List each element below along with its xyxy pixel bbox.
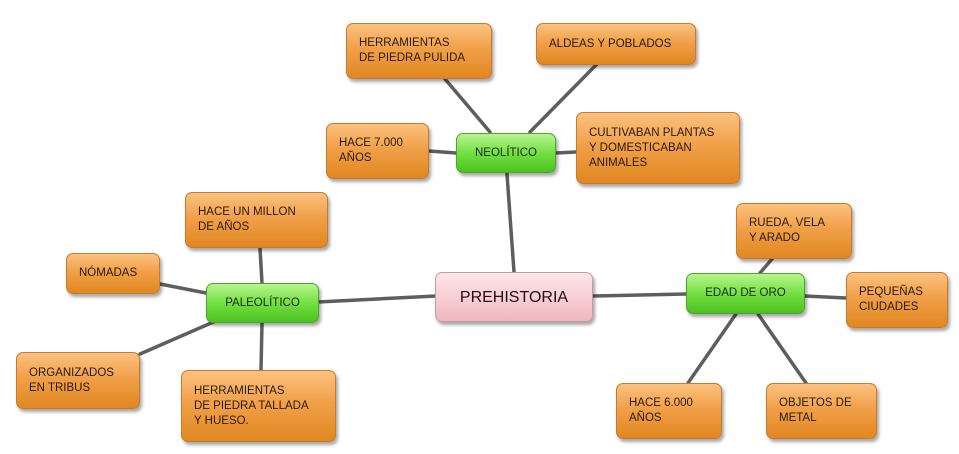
branch-label-neolitico: NEOLÍTICO	[475, 146, 537, 159]
leaf-node-hace-un-millon[interactable]: HACE UN MILLON DE AÑOS	[185, 192, 328, 248]
leaf-node-hace-7000[interactable]: HACE 7.000 AÑOS	[326, 123, 429, 179]
connector-neolitico-cultivaban	[554, 150, 578, 155]
leaf-label: RUEDA, VELA Y ARADO	[749, 217, 826, 244]
leaf-label: HERRAMIENTAS DE PIEDRA TALLADA Y HUESO.	[194, 384, 309, 427]
leaf-label: HACE UN MILLON DE AÑOS	[198, 206, 296, 233]
connector-oro-pequenas	[803, 294, 848, 300]
leaf-node-cultivaban[interactable]: CULTIVABAN PLANTAS Y DOMESTICABAN ANIMAL…	[576, 112, 740, 184]
leaf-label: NÓMADAS	[79, 267, 138, 279]
connector-paleolitico-nomadas	[158, 282, 208, 295]
connector-oro-rueda	[758, 257, 774, 275]
leaf-node-organizados[interactable]: ORGANIZADOS EN TRIBUS	[16, 352, 140, 409]
leaf-node-herramientas-pulida[interactable]: HERRAMIENTAS DE PIEDRA PULIDA	[346, 23, 492, 79]
branch-node-neolitico[interactable]: NEOLÍTICO	[456, 133, 556, 173]
connector-root-paleolitico	[316, 294, 438, 304]
connector-paleolitico-herramientas	[259, 321, 264, 372]
connector-root-edad-de-oro	[591, 292, 688, 298]
connector-neolitico-herramientas	[443, 77, 492, 134]
connector-neolitico-aldeas	[528, 62, 599, 134]
leaf-label: PEQUEÑAS CIUDADES	[859, 286, 923, 313]
leaf-label: CULTIVABAN PLANTAS Y DOMESTICABAN ANIMAL…	[589, 126, 715, 169]
central-topic-label: PREHISTORIA	[459, 288, 569, 306]
branch-node-edad-de-oro[interactable]: EDAD DE ORO	[686, 273, 805, 314]
leaf-label: OBJETOS DE METAL	[779, 397, 852, 424]
connector-paleolitico-organizados	[138, 318, 220, 356]
connector-oro-hace	[686, 312, 738, 385]
leaf-label: ORGANIZADOS EN TRIBUS	[29, 366, 114, 394]
central-topic-node[interactable]: PREHISTORIA	[435, 272, 593, 322]
leaf-node-hace-6000[interactable]: HACE 6.000 AÑOS	[616, 383, 722, 439]
leaf-node-aldeas[interactable]: ALDEAS Y POBLADOS	[536, 23, 696, 65]
leaf-label: ALDEAS Y POBLADOS	[549, 37, 672, 50]
leaf-label: HACE 7.000 AÑOS	[339, 137, 403, 164]
branch-label-paleolitico: PALEOLÍTICO	[225, 296, 300, 309]
connector-oro-objetos	[756, 312, 808, 385]
leaf-node-herramientas-tallada[interactable]: HERRAMIENTAS DE PIEDRA TALLADA Y HUESO.	[181, 370, 336, 442]
leaf-node-nomadas[interactable]: NÓMADAS	[66, 253, 160, 294]
branch-label-edad-de-oro: EDAD DE ORO	[705, 287, 786, 299]
leaf-node-rueda[interactable]: RUEDA, VELA Y ARADO	[736, 203, 852, 259]
leaf-label: HERRAMIENTAS DE PIEDRA PULIDA	[359, 37, 466, 64]
leaf-node-objetos-metal[interactable]: OBJETOS DE METAL	[766, 383, 877, 439]
branch-node-paleolitico[interactable]: PALEOLÍTICO	[206, 283, 319, 323]
leaf-label: HACE 6.000 AÑOS	[629, 397, 693, 424]
connector-neolitico-hace	[427, 149, 458, 155]
connector-root-neolitico	[505, 172, 516, 274]
connector-paleolitico-hace	[258, 246, 264, 285]
leaf-node-pequenas-ciudades[interactable]: PEQUEÑAS CIUDADES	[846, 272, 948, 328]
